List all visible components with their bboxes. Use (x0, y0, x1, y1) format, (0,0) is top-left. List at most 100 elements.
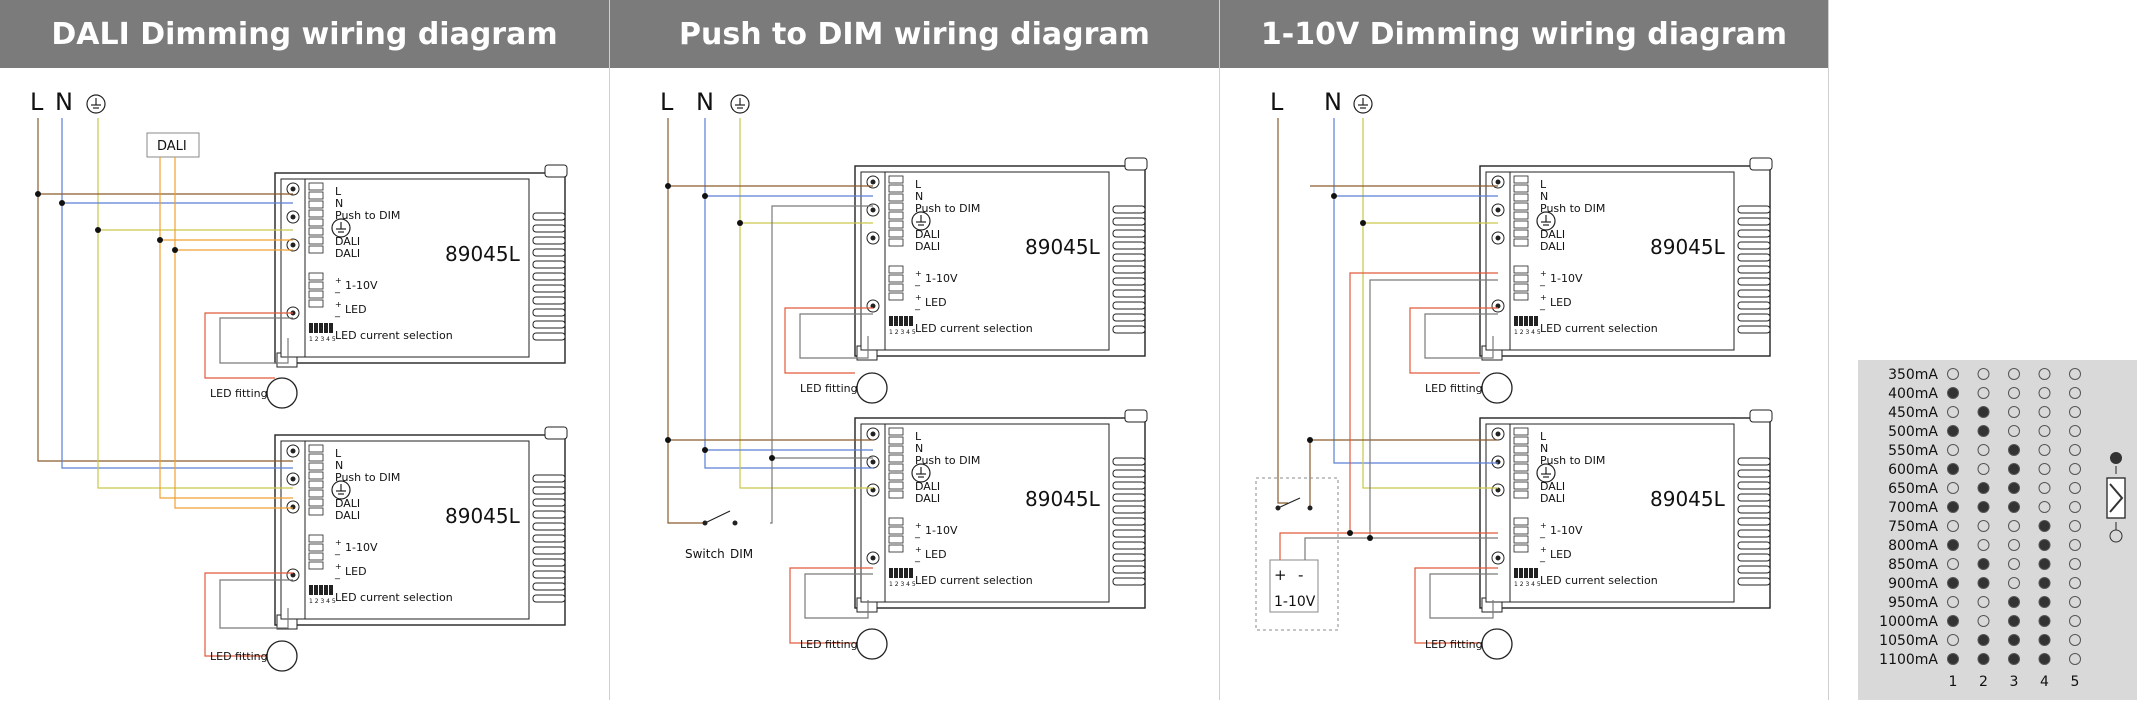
dip-switch (314, 323, 318, 333)
wire (204, 572, 293, 657)
driver-label-n: N (1540, 190, 1548, 203)
wire (219, 317, 293, 364)
heatsink-fin (1737, 313, 1771, 322)
dip-switch-toggle (2109, 483, 2124, 513)
dip-switch (1519, 316, 1523, 326)
led-fitting-icon (856, 628, 888, 660)
connector-pin (888, 517, 904, 526)
current-row-label: 1100mA (1879, 652, 1938, 668)
terminal-screw-center (290, 504, 296, 510)
heatsink-fin (1737, 241, 1771, 250)
dip-state-dot (1977, 558, 1990, 570)
driver-label-led-current-selection: LED current selection (335, 329, 453, 342)
dip-state-dot (1947, 406, 1959, 418)
heatsink-fin (1737, 529, 1771, 538)
driver-label-n: N (915, 190, 923, 203)
heatsink-fin (1112, 301, 1146, 310)
driver-label-1-10v: 1-10V (345, 279, 378, 292)
dip-state-dot (2008, 463, 2020, 475)
switch-column-label: 2 (1979, 674, 1988, 690)
junction-dot (172, 247, 178, 253)
dip-state-dot (2069, 368, 2081, 380)
dip-state-dot (2069, 444, 2081, 456)
connector-pin (888, 274, 904, 283)
junction-dot (702, 193, 708, 199)
wire (1414, 567, 1498, 644)
connector-pin (308, 299, 324, 308)
dip-switch (319, 323, 323, 333)
heatsink-fin (1737, 481, 1771, 490)
driver-label-led: LED (925, 296, 947, 309)
terminal-label-n: N (1324, 88, 1342, 116)
led-fitting-label: LED fitting (800, 382, 858, 395)
driver-label-minus: _ (1539, 276, 1546, 287)
dip-state-dot (2069, 520, 2081, 532)
driver-label-n: N (335, 459, 343, 472)
heatsink-fin (1737, 265, 1771, 274)
connector-pin (1513, 283, 1529, 292)
heatsink-fin (1112, 241, 1146, 250)
dip-switch (1534, 568, 1538, 578)
driver-label-plus: + (335, 562, 342, 571)
driver-label-minus: _ (334, 545, 341, 556)
current-row-label: 450mA (1888, 405, 1938, 421)
heatsink-fin (1737, 553, 1771, 562)
dip-state-dot (1977, 406, 1990, 418)
connector-pin (888, 436, 904, 445)
connector-pin (1513, 292, 1529, 301)
switch-contact (732, 520, 738, 526)
dip-switch (1534, 316, 1538, 326)
dip-state-dot (2069, 539, 2081, 551)
connector-pin (888, 292, 904, 301)
dip-state-dot (2038, 539, 2051, 551)
terminal-screw-center (1495, 235, 1501, 241)
heatsink-fin (532, 320, 566, 329)
dimmer-switch (1277, 497, 1301, 509)
dip-state-dot (1977, 615, 1990, 627)
connector-pin (1513, 463, 1529, 472)
wire (159, 157, 293, 499)
driver-label-minus: _ (914, 276, 921, 287)
dip-switch (329, 323, 333, 333)
driver-label-l: L (335, 447, 342, 460)
dip-state-dot (1947, 634, 1959, 646)
heatsink-fin (1737, 457, 1771, 466)
wire (1429, 573, 1498, 619)
heatsink-fin (532, 594, 566, 603)
connector-pin (888, 535, 904, 544)
wire (1309, 439, 1498, 508)
junction-dot (1307, 437, 1313, 443)
heatsink-fin (532, 248, 566, 257)
driver-label-push-to-dim: Push to DIM (1540, 202, 1605, 215)
dip-state-dot (2038, 501, 2051, 513)
wire (174, 157, 293, 509)
wire (219, 579, 293, 629)
current-row-label: 950mA (1888, 595, 1938, 611)
led-fitting-label: LED fitting (800, 638, 858, 651)
dip-state-dot (1977, 653, 1990, 665)
current-dip-switch-chart: 350mA400mA450mA500mA550mA600mA650mA700mA… (1879, 367, 2126, 690)
terminal-screw-center (290, 572, 296, 578)
dip-state-dot (2038, 520, 2051, 532)
heatsink-fin (1737, 517, 1771, 526)
terminal-screw-center (870, 431, 876, 437)
current-row-label: 900mA (1888, 576, 1938, 592)
driver-label-plus: + (1540, 545, 1547, 554)
driver-label-dali: DALI (915, 480, 940, 493)
terminal-screw-center (870, 179, 876, 185)
switch-off-indicator (2109, 529, 2123, 543)
driver-label-n: N (1540, 442, 1548, 455)
connector-pin (308, 552, 324, 561)
connector-pin (1513, 427, 1529, 436)
dimmer-box (1269, 559, 1319, 613)
dip-state-dot (2008, 425, 2020, 437)
dip-state-dot (2008, 368, 2020, 380)
terminal-screw-center (1495, 303, 1501, 309)
terminal-label-n: N (55, 88, 73, 116)
dip-state-dot (2038, 634, 2051, 646)
junction-dot (59, 200, 65, 206)
switch-contact (702, 520, 708, 526)
